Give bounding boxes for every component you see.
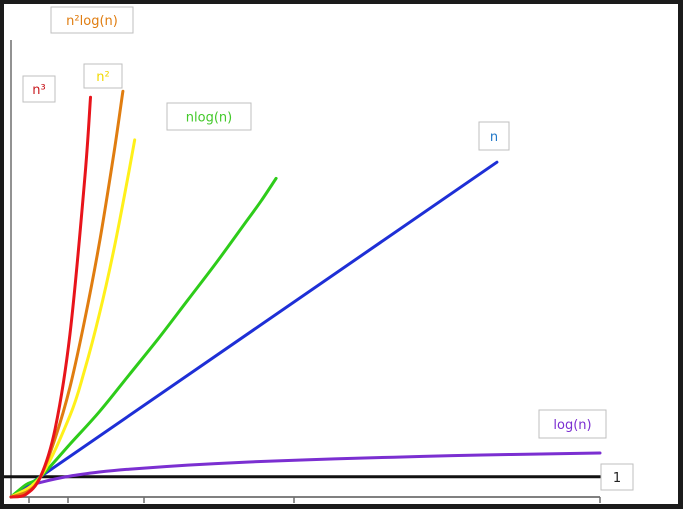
curves	[4, 89, 602, 499]
series-label-text: n²log(n)	[66, 14, 118, 29]
series-n-squared-log-n	[9, 89, 125, 499]
label-n-squared: n²	[83, 63, 123, 89]
axes	[10, 40, 601, 503]
label-box	[22, 75, 56, 103]
label-box	[478, 121, 510, 151]
label-box	[50, 6, 134, 34]
series-label-text: n²	[96, 70, 109, 85]
label-n-cubed: n³	[22, 75, 56, 103]
series-n-cubed	[9, 95, 92, 499]
series-n	[9, 160, 499, 499]
label-constant: 1	[600, 463, 634, 491]
label-box	[166, 102, 252, 131]
label-log-n: log(n)	[538, 409, 607, 439]
series-label-text: n³	[32, 83, 45, 98]
axis-frame	[10, 40, 600, 498]
label-box	[83, 63, 123, 89]
label-box	[600, 463, 634, 491]
label-n-log-n: nlog(n)	[166, 102, 252, 131]
series-label-text: log(n)	[553, 418, 591, 433]
series-label-text: n	[490, 130, 498, 145]
label-box	[538, 409, 607, 439]
label-n-squared-log-n: n²log(n)	[50, 6, 134, 34]
series-label-text: nlog(n)	[186, 111, 232, 126]
series-log-n	[9, 451, 602, 499]
label-n: n	[478, 121, 510, 151]
series-label-text: 1	[613, 471, 621, 486]
